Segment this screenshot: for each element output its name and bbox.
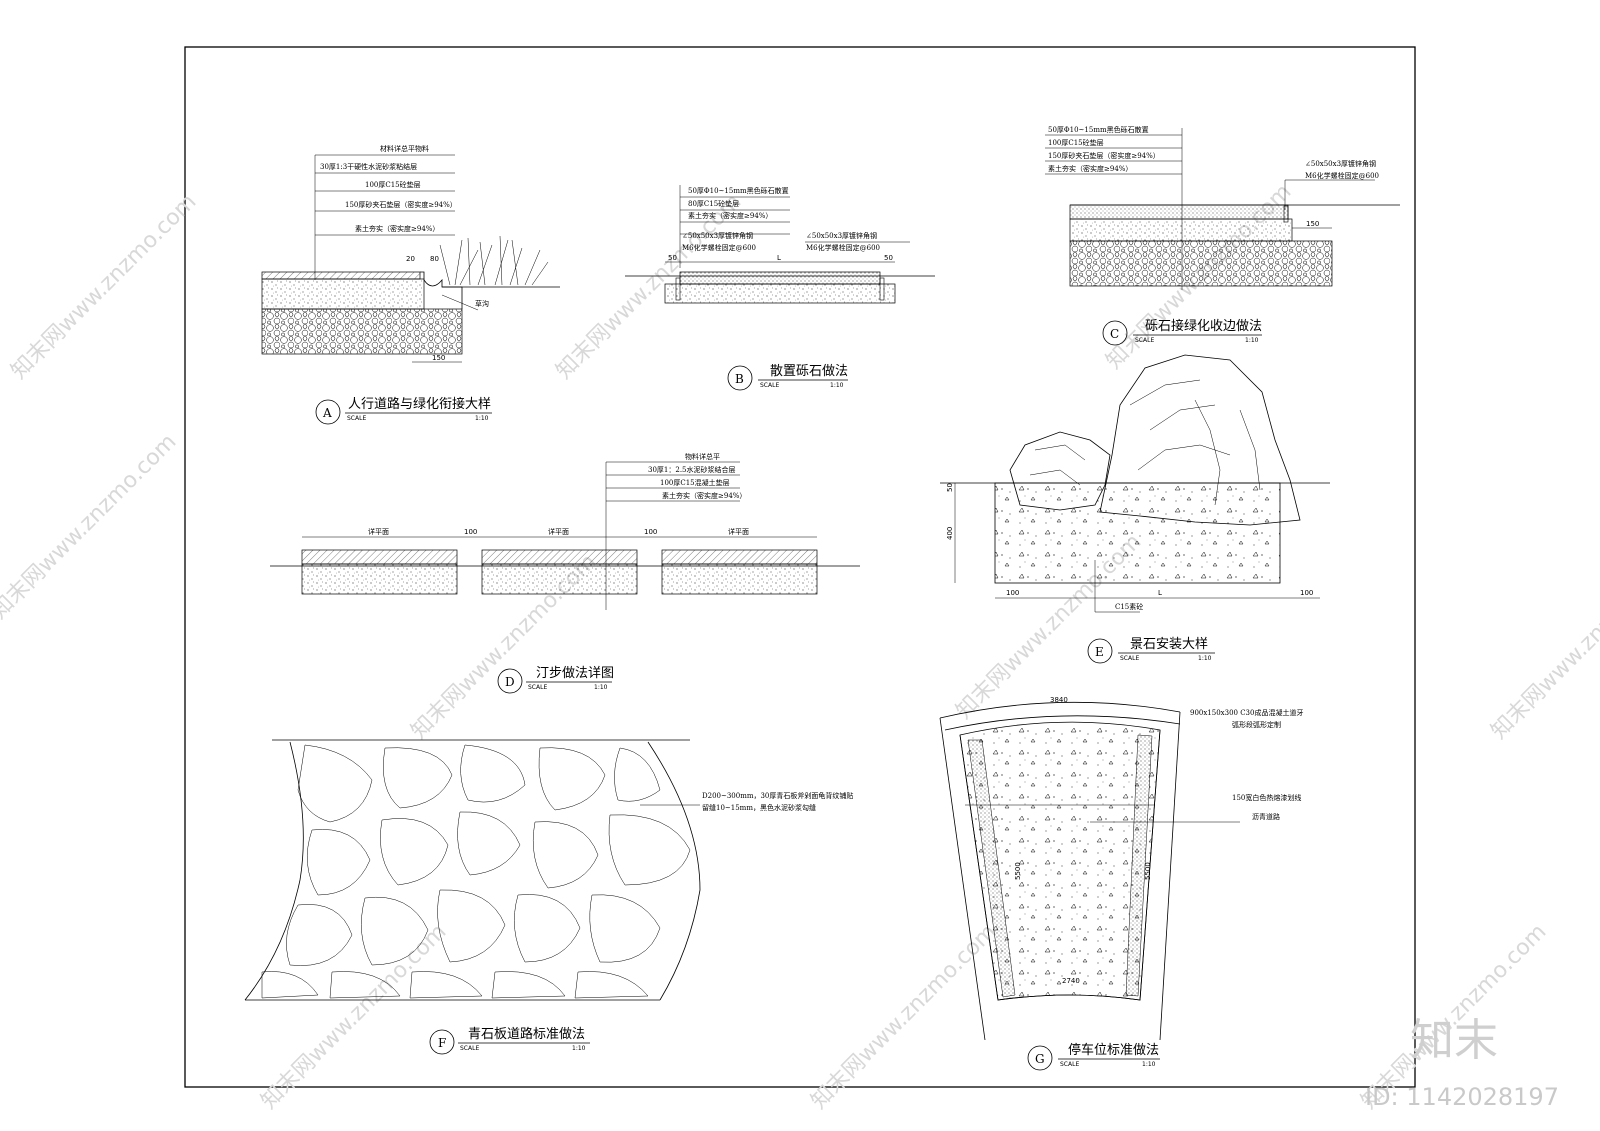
detail-g: 3840 5500 5500 2740 900x150x300 C30成品混凝土… — [939, 696, 1303, 1071]
dimension: 50 — [884, 254, 893, 262]
detail-a: 材料详总平物料 30厚1:3干硬性水泥砂浆粘结层 100厚C15砼垫层 150厚… — [261, 144, 560, 425]
scale-value: 1:10 — [572, 1045, 586, 1052]
detail-d: 物料详总平 30厚1：2.5水泥砂浆结合层 100厚C15混凝土垫层 素土夯实（… — [270, 452, 860, 694]
dimension: 100 — [644, 528, 657, 536]
detail-letter: A — [322, 406, 332, 420]
layer-label: 150厚砂夹石垫层（密实度≥94%） — [345, 200, 457, 209]
scale-value: 1:10 — [594, 684, 608, 691]
layer-label: 素土夯实（密实度≥94%） — [688, 211, 772, 220]
detail-letter: D — [505, 675, 515, 689]
scale-value: 1:10 — [1198, 655, 1212, 662]
detail-f: D200~300mm，30厚青石板斧剁面龟背纹铺贴 留缝10~15mm，黑色水泥… — [244, 739, 853, 1055]
layer-label: 50厚Φ10~15mm黑色砾石散置 — [1048, 125, 1149, 134]
layer-label: 素土夯实（密实度≥94%） — [1048, 164, 1132, 173]
layer-label: M6化学螺栓固定@600 — [682, 243, 756, 252]
note-label: D200~300mm，30厚青石板斧剁面龟背纹铺贴 — [702, 791, 853, 800]
note-label: M6化学螺栓固定@600 — [1305, 171, 1379, 180]
dimension: 100 — [464, 528, 477, 536]
detail-e: 50 400 100 L 100 C15素砼 E 景石安装大样 SCALE 1:… — [940, 354, 1330, 664]
note-label: ∠50x50x3厚镀锌角钢 — [1305, 159, 1376, 168]
dimension: 详平面 — [728, 527, 749, 536]
detail-letter: G — [1035, 1052, 1045, 1066]
scale-word: SCALE — [760, 382, 779, 389]
layer-label: 100厚C15砼垫层 — [365, 180, 421, 189]
detail-b: 50厚Φ10~15mm黑色砾石散置 80厚C15砼垫层 素土夯实（密实度≥94%… — [625, 185, 935, 391]
brand-logo: 知末 — [1410, 1015, 1498, 1066]
layer-label: ∠50x50x3厚镀锌角钢 — [682, 231, 753, 240]
dimension: 150 — [432, 354, 445, 362]
dimension: L — [1158, 589, 1162, 597]
dimension: 5500 — [1014, 862, 1022, 880]
scale-word: SCALE — [1060, 1061, 1079, 1068]
dimension: 20 — [406, 255, 415, 263]
scale-value: 1:10 — [475, 415, 489, 422]
layer-label: 30厚1:3干硬性水泥砂浆粘结层 — [320, 162, 417, 171]
detail-title: 汀步做法详图 — [536, 666, 614, 681]
note-label: 150宽白色热熔漆划线 — [1232, 793, 1301, 802]
scale-value: 1:10 — [1245, 337, 1259, 344]
dimension: 100 — [1006, 589, 1019, 597]
dimension: 详平面 — [368, 527, 389, 536]
note-label: 弧形段弧形定制 — [1232, 720, 1281, 729]
scale-word: SCALE — [1135, 337, 1154, 344]
dimension: 400 — [946, 527, 954, 540]
scale-word: SCALE — [1120, 655, 1139, 662]
scale-word: SCALE — [347, 415, 366, 422]
layer-label: 50厚Φ10~15mm黑色砾石散置 — [688, 186, 789, 195]
layer-label: 100厚C15砼垫层 — [1048, 138, 1104, 147]
detail-title: 青石板道路标准做法 — [468, 1026, 585, 1042]
layer-label: 材料详总平物料 — [380, 144, 429, 153]
note-label: C15素砼 — [1115, 602, 1143, 611]
layer-label: 物料详总平 — [685, 452, 720, 461]
detail-c: 50厚Φ10~15mm黑色砾石散置 100厚C15砼垫层 150厚砂夹石垫层（密… — [1045, 125, 1400, 346]
dimension: 80 — [430, 255, 439, 263]
detail-letter: E — [1095, 645, 1104, 659]
watermark: 知末网www.znzmo.com — [7, 189, 202, 384]
scale-value: 1:10 — [830, 382, 844, 389]
scale-word: SCALE — [460, 1045, 479, 1052]
watermark: 知末网www.znzmo.com — [1487, 549, 1600, 744]
dimension: 5500 — [1144, 862, 1152, 880]
dimension: 50 — [946, 483, 954, 492]
dimension: 2740 — [1062, 977, 1080, 985]
detail-letter: B — [735, 372, 744, 386]
dimension: 3840 — [1050, 696, 1068, 704]
note-label: 草沟 — [475, 299, 489, 308]
layer-label: 150厚砂夹石垫层（密实度≥94%） — [1048, 151, 1160, 160]
scale-value: 1:10 — [1142, 1061, 1156, 1068]
dimension: 50 — [668, 254, 677, 262]
dimension: 150 — [1306, 220, 1319, 228]
id-label: ID: 1142028197 — [1365, 1083, 1559, 1111]
watermarks: 知末网www.znzmo.com 知末网www.znzmo.com 知末网www… — [0, 179, 1600, 1114]
dimension: L — [777, 254, 781, 262]
note-label: 留缝10~15mm，黑色水泥砂浆勾缝 — [702, 803, 816, 812]
dimension: 100 — [1300, 589, 1313, 597]
layer-label: 30厚1：2.5水泥砂浆结合层 — [648, 465, 736, 474]
note-label: 沥青道路 — [1252, 812, 1280, 821]
note-label: ∠50x50x3厚镀锌角钢 — [806, 231, 877, 240]
detail-letter: F — [438, 1036, 446, 1050]
layer-label: 素土夯实（密实度≥94%） — [662, 491, 746, 500]
watermark: 知末网www.znzmo.com — [0, 429, 181, 624]
detail-title: 人行道路与绿化衔接大样 — [348, 396, 491, 412]
layer-label: 100厚C15混凝土垫层 — [660, 478, 730, 487]
layer-label: 80厚C15砼垫层 — [688, 199, 739, 208]
scale-word: SCALE — [528, 684, 547, 691]
detail-title: 景石安装大样 — [1130, 637, 1208, 652]
watermark: 知末网www.znzmo.com — [257, 919, 452, 1114]
sheet-frame — [184, 46, 1416, 1088]
note-label: M6化学螺栓固定@600 — [806, 243, 880, 252]
detail-title: 停车位标准做法 — [1068, 1042, 1159, 1058]
detail-letter: C — [1110, 327, 1119, 341]
detail-title: 砾石接绿化收边做法 — [1145, 318, 1262, 334]
detail-title: 散置砾石做法 — [770, 364, 848, 379]
dimension: 详平面 — [548, 527, 569, 536]
note-label: 900x150x300 C30成品混凝土道牙 — [1190, 708, 1303, 717]
layer-label: 素土夯实（密实度≥94%） — [355, 224, 439, 233]
